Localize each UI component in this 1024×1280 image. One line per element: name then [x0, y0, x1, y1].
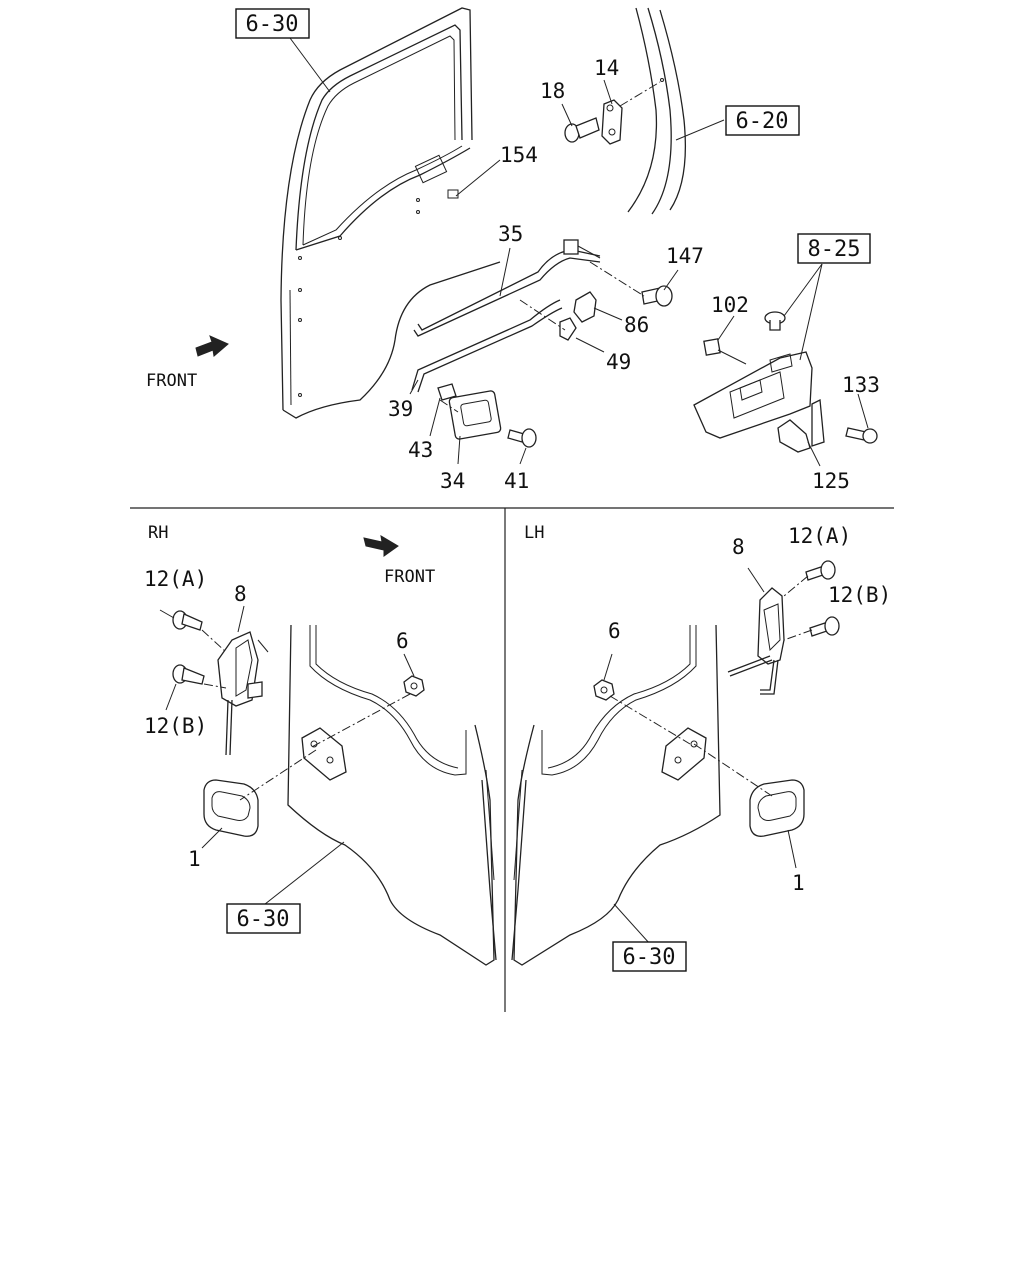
switch-assembly — [693, 351, 813, 439]
callout-18: 18 — [540, 79, 565, 103]
rh-handle-1 — [203, 779, 259, 837]
bracket-86 — [573, 291, 597, 323]
rh-callout-12b: 12(B) — [144, 714, 207, 738]
lh-callout-12a: 12(A) — [788, 524, 851, 548]
callout-43: 43 — [408, 438, 433, 462]
ref-box-pillar: 6-20 — [725, 105, 800, 136]
lh-screw-12a — [805, 560, 836, 581]
screw-8-25 — [764, 311, 786, 331]
rod-39 — [411, 299, 563, 393]
callout-49: 49 — [606, 350, 631, 374]
front-arrow-rh — [363, 535, 399, 557]
lh-handle-1 — [749, 779, 805, 837]
svg-text:6-20: 6-20 — [736, 109, 789, 134]
lh-callout-1: 1 — [792, 871, 805, 895]
screw-133 — [845, 427, 878, 444]
lh-lock-8 — [727, 587, 785, 695]
pillar-top — [627, 7, 687, 215]
bolt-147 — [641, 285, 673, 307]
rh-callout-8: 8 — [234, 582, 247, 606]
rh-callout-12a: 12(A) — [144, 567, 207, 591]
callout-35: 35 — [498, 222, 523, 246]
leaders-lh — [603, 567, 813, 945]
ref-box-switch: 8-25 — [797, 233, 871, 264]
section-label-lh: LH — [524, 523, 544, 543]
rh-screw-12a — [172, 610, 203, 631]
ref-box-top-door: 6-30 — [235, 8, 310, 39]
svg-text:6-30: 6-30 — [623, 945, 676, 970]
callout-14: 14 — [594, 56, 619, 80]
lh-callout-8: 8 — [732, 535, 745, 559]
callout-147: 147 — [666, 244, 704, 268]
ref-box-rh-door: 6-30 — [226, 903, 301, 934]
svg-text:6-30: 6-30 — [246, 12, 299, 37]
lh-nut-6 — [593, 679, 615, 701]
rod-35 — [413, 239, 601, 337]
callout-86: 86 — [624, 313, 649, 337]
callout-34: 34 — [440, 469, 465, 493]
callout-133: 133 — [842, 373, 880, 397]
clip-102 — [703, 338, 721, 356]
clip-43 — [437, 383, 457, 401]
callout-41: 41 — [504, 469, 529, 493]
rh-door-panel — [287, 624, 497, 966]
leaders-rh — [159, 605, 415, 909]
rh-callout-6: 6 — [396, 629, 409, 653]
svg-text:8-25: 8-25 — [808, 237, 861, 262]
front-label-rh: FRONT — [384, 567, 435, 587]
screw-41 — [507, 428, 537, 448]
clip-49 — [559, 317, 577, 341]
striker-14 — [601, 99, 623, 145]
lh-door-panel — [511, 624, 721, 966]
bracket-125 — [777, 398, 825, 453]
callout-154: 154 — [500, 143, 538, 167]
lh-callout-6: 6 — [608, 619, 621, 643]
front-label-top: FRONT — [146, 371, 197, 391]
door-panel-top — [280, 7, 501, 419]
lh-screw-12b — [809, 616, 840, 637]
svg-text:6-30: 6-30 — [237, 907, 290, 932]
ref-box-lh-door: 6-30 — [612, 941, 687, 972]
callout-39: 39 — [388, 397, 413, 421]
callout-125: 125 — [812, 469, 850, 493]
front-arrow-top — [195, 335, 229, 357]
callout-102: 102 — [711, 293, 749, 317]
rh-callout-1: 1 — [188, 847, 201, 871]
bolt-18 — [564, 117, 600, 143]
handle-34 — [448, 390, 502, 440]
rh-lock-8 — [217, 631, 269, 756]
leaders-top — [289, 37, 869, 467]
rh-nut-6 — [403, 675, 425, 697]
rh-screw-12b — [172, 664, 205, 685]
lh-callout-12b: 12(B) — [828, 583, 891, 607]
section-label-rh: RH — [148, 523, 168, 543]
